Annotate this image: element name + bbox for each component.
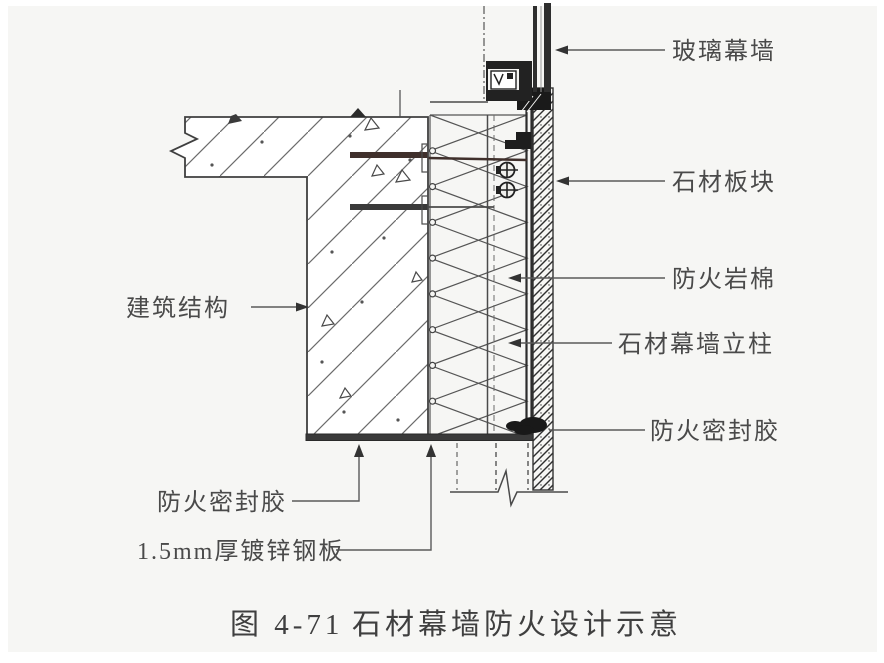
page-margin-right xyxy=(877,0,884,663)
concrete-aggregate-dots xyxy=(210,134,412,422)
arrow-glass xyxy=(555,45,568,55)
concrete-aggregate-dark xyxy=(228,114,242,124)
glass-pane-inner xyxy=(533,6,537,92)
weld-mark xyxy=(350,108,366,117)
label-galvanized-steel-plate: 1.5mm厚镀锌钢板 xyxy=(137,538,344,565)
break-line-bottom xyxy=(450,468,568,508)
leader-lines xyxy=(251,49,665,551)
glass-curtain-wall xyxy=(430,3,551,103)
page-margin-left xyxy=(0,0,8,663)
label-building-structure: 建筑结构 xyxy=(126,295,230,322)
anchor-bolts xyxy=(350,143,528,225)
page-margin-top xyxy=(0,0,884,6)
label-fireproof-rock-wool: 防火岩棉 xyxy=(672,266,776,293)
stone-curtain-wall-mullion xyxy=(456,95,533,490)
embed-plate-lower xyxy=(421,195,429,225)
label-stone-mullion: 石材幕墙立柱 xyxy=(618,331,774,358)
arrow-structure xyxy=(296,302,309,312)
rock-wool-nodes xyxy=(428,147,437,405)
anchor-bolt-upper xyxy=(350,152,428,158)
fireproof-rock-wool xyxy=(428,114,529,438)
figure-caption-title: 石材幕墙防火设计示意 xyxy=(352,608,682,641)
arrow-stone-panel xyxy=(556,176,569,186)
arrow-sealant-bottom xyxy=(354,444,364,457)
figure-caption-number: 图 4-71 xyxy=(230,609,343,641)
mullion-bolt-symbols xyxy=(496,132,531,199)
label-glass-curtain-wall: 玻璃幕墙 xyxy=(672,38,776,65)
anchor-bolt-lower xyxy=(350,204,428,210)
leader-arrowheads xyxy=(296,45,569,457)
glass-pane-outer xyxy=(544,3,551,92)
rock-wool-zigzag-b xyxy=(428,114,529,438)
arrow-mullion xyxy=(508,338,521,348)
arrow-rock-wool xyxy=(508,273,521,283)
embed-plate-upper xyxy=(421,143,429,173)
label-fireproof-sealant-right: 防火密封胶 xyxy=(650,418,780,445)
arrow-steel-plate xyxy=(426,444,436,457)
fireproof-sealant-blob xyxy=(506,417,547,435)
stone-panel xyxy=(517,87,554,491)
galvanized-steel-plate xyxy=(305,433,534,441)
label-fireproof-sealant-bottom: 防火密封胶 xyxy=(157,489,287,516)
concrete-aggregate-triangles xyxy=(320,116,424,399)
gasket-mark xyxy=(493,73,504,86)
angle-bracket xyxy=(505,132,531,149)
label-stone-panel: 石材板块 xyxy=(672,169,776,196)
page-margin-bottom xyxy=(0,652,884,663)
curtain-wall-transom xyxy=(486,61,532,101)
